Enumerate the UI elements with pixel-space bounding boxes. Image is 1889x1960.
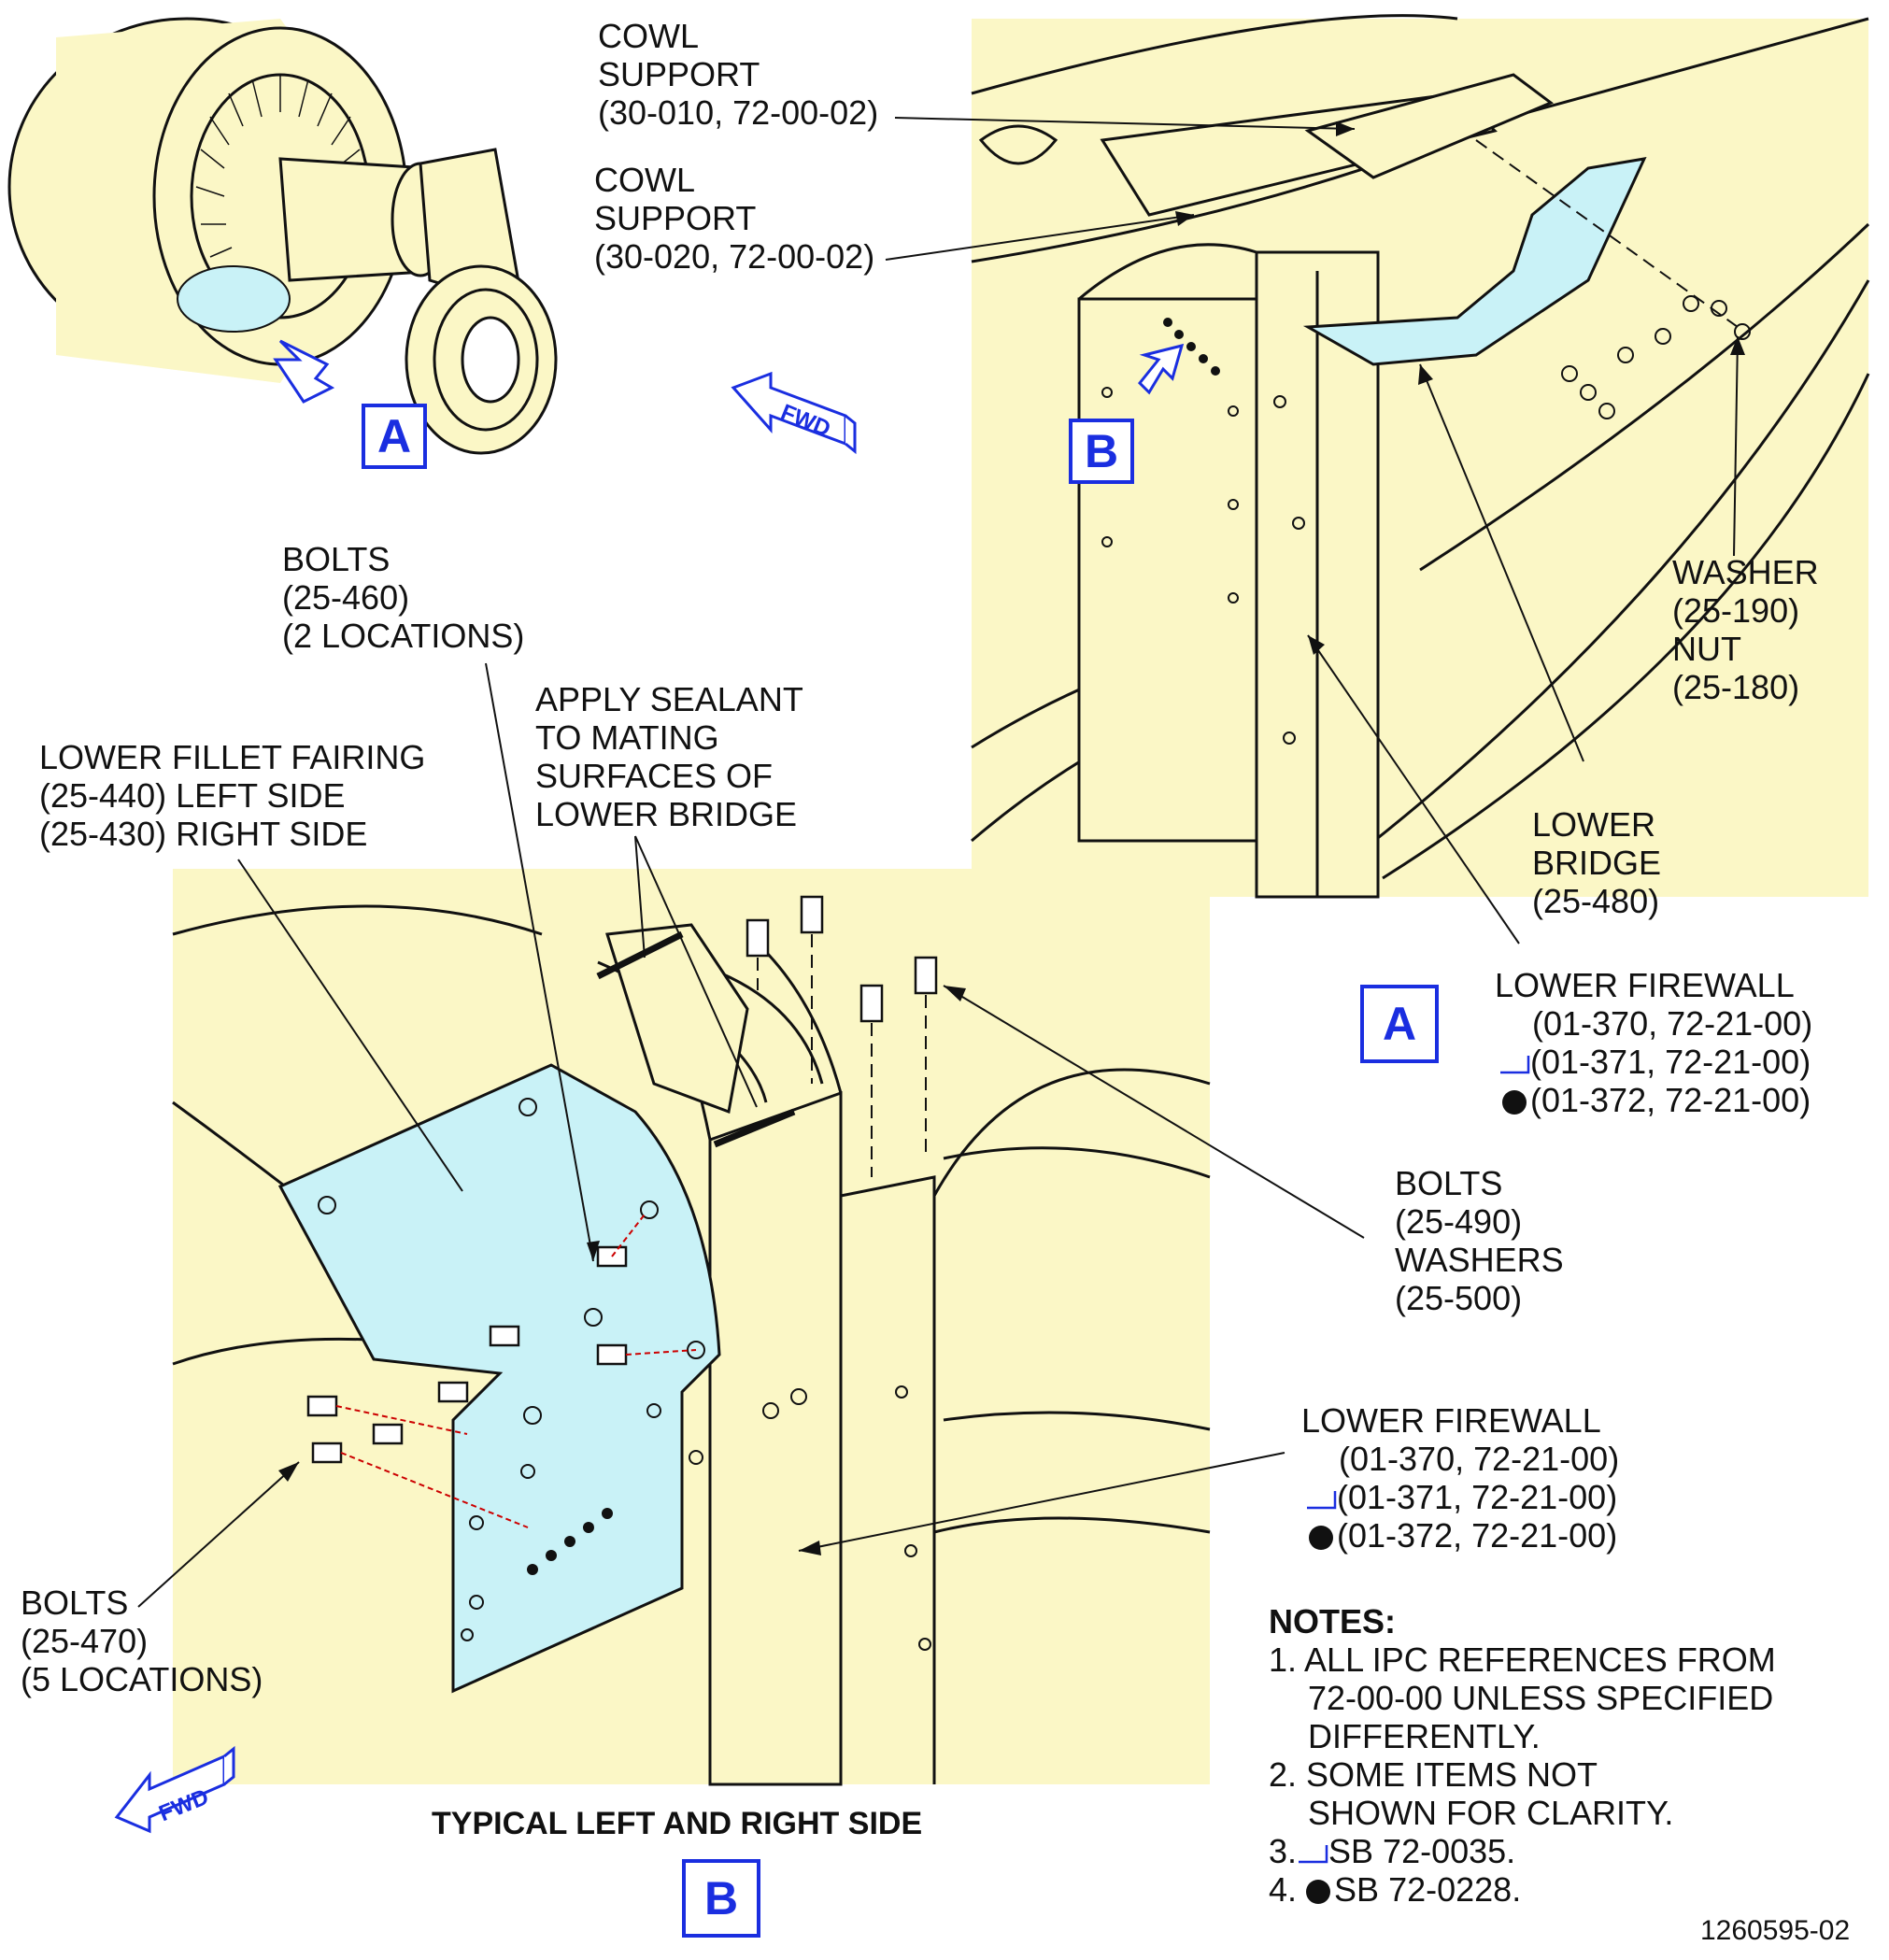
fwd-arrow-top-icon: FWD — [731, 371, 857, 455]
sb-0228-dot-icon — [1502, 1090, 1527, 1115]
label-lower-firewall-a: LOWER FIREWALL (01-370, 72-21-00) (01-37… — [1495, 966, 1813, 1119]
view-b-drawing — [172, 869, 1211, 1786]
sb-0035-triangle-icon — [1299, 1845, 1328, 1864]
sb-0035-triangle-icon — [1500, 1056, 1530, 1074]
leader-lines — [137, 117, 1739, 1608]
callout-a-engine: A — [362, 404, 427, 469]
label-lower-bridge: LOWER BRIDGE (25-480) — [1532, 805, 1662, 920]
view-a-drawing — [971, 14, 1870, 899]
label-cowl-support-30-020: COWL SUPPORT (30-020, 72-00-02) — [594, 161, 875, 276]
sb-0035-triangle-icon — [1307, 1491, 1337, 1510]
callout-b-title: B — [682, 1859, 760, 1938]
engine-overview-drawing — [7, 17, 558, 455]
leader-arrowheads — [278, 121, 1745, 1555]
notes-heading: NOTES: — [1269, 1602, 1397, 1640]
callout-arrow-a-icon — [273, 339, 335, 404]
notes-block: NOTES: 1. ALL IPC REFERENCES FROM 72-00-… — [1269, 1602, 1776, 1909]
sb-0228-dot-icon — [1309, 1526, 1333, 1551]
label-bolts-25-460: BOLTS (25-460) (2 LOCATIONS) — [282, 540, 525, 655]
label-lower-fillet-fairing: LOWER FILLET FAIRING (25-440) LEFT SIDE … — [39, 738, 426, 853]
callout-b-view: B — [1069, 419, 1134, 484]
view-b-title: TYPICAL LEFT AND RIGHT SIDE — [432, 1806, 923, 1841]
document-number: 1260595-02 — [1700, 1915, 1851, 1946]
fwd-arrow-bottom-icon: FWD — [114, 1745, 235, 1834]
label-bolts-25-470: BOLTS (25-470) (5 LOCATIONS) — [21, 1584, 263, 1698]
label-apply-sealant: APPLY SEALANT TO MATING SURFACES OF LOWE… — [535, 680, 803, 833]
callout-a-view: A — [1360, 985, 1439, 1063]
label-cowl-support-30-010: COWL SUPPORT (30-010, 72-00-02) — [598, 17, 879, 132]
sb-0228-dot-icon — [1306, 1880, 1331, 1905]
label-washer-nut: WASHER (25-190) NUT (25-180) — [1672, 553, 1819, 706]
label-lower-firewall-b: LOWER FIREWALL (01-370, 72-21-00) (01-37… — [1301, 1401, 1620, 1555]
label-bolts-25-490: BOLTS (25-490) WASHERS (25-500) — [1395, 1164, 1564, 1317]
callout-arrow-b-icon — [1137, 343, 1185, 395]
